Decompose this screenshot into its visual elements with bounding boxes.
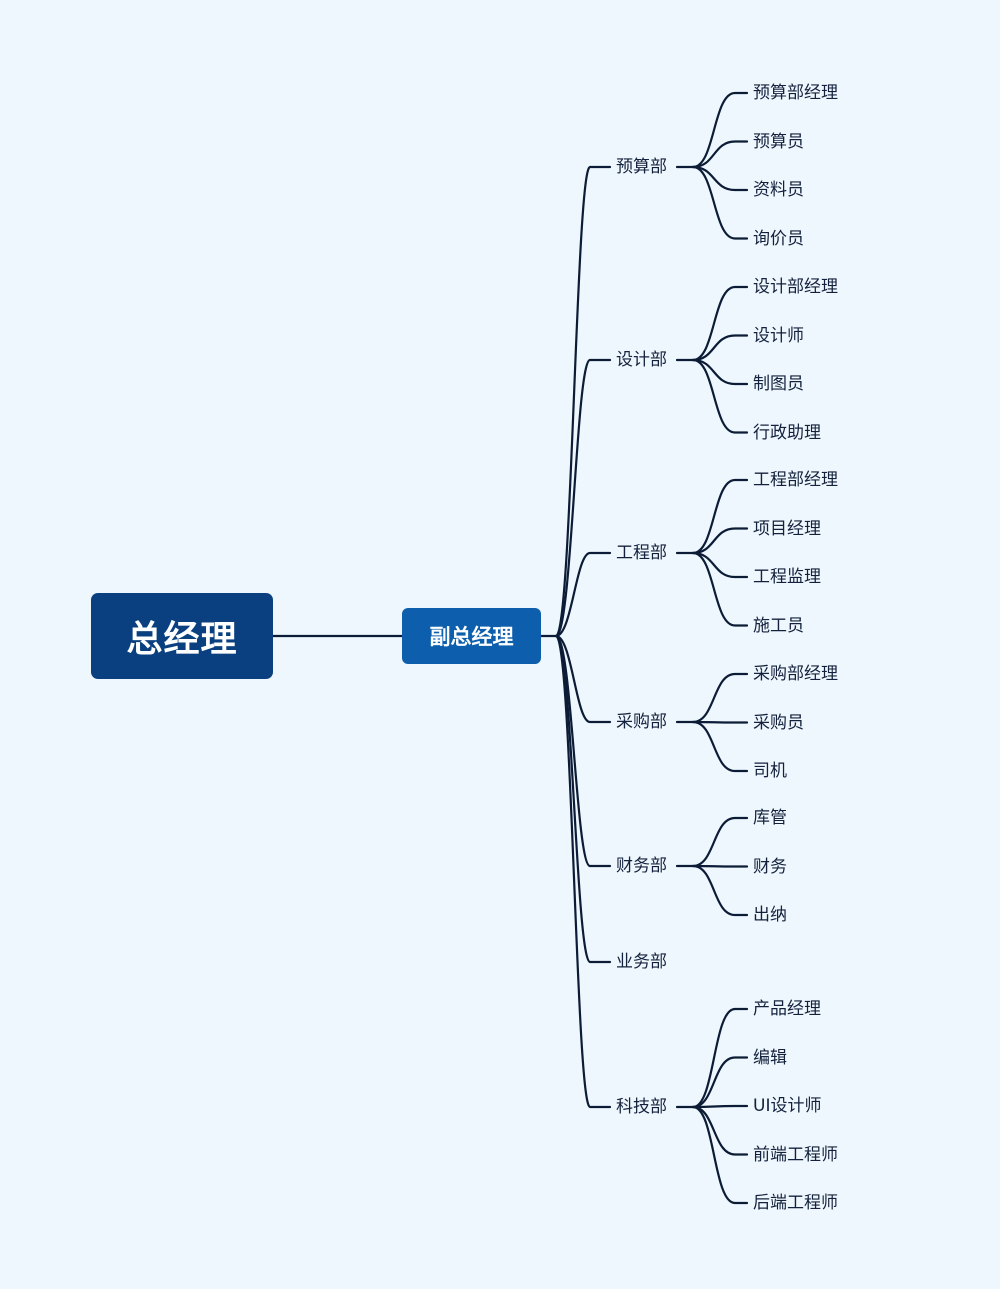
dept-label-2[interactable]: 工程部 bbox=[615, 543, 668, 563]
connector-dept-0-role-0 bbox=[691, 91, 749, 169]
role-label-1-0[interactable]: 设计部经理 bbox=[752, 277, 839, 297]
root-node-label: 总经理 bbox=[126, 619, 238, 660]
vice-node-label: 副总经理 bbox=[429, 625, 514, 649]
dept-label-3[interactable]: 采购部 bbox=[615, 712, 668, 732]
connector-dept-6-role-3 bbox=[691, 1105, 749, 1156]
connector-dept-6-role-0 bbox=[691, 1007, 749, 1109]
connector-dept-1-role-1 bbox=[691, 334, 749, 362]
root-node-general-manager[interactable]: 总经理 bbox=[91, 593, 273, 679]
connector-dept-4-role-2 bbox=[691, 864, 749, 917]
connector-dept-4-role-0 bbox=[691, 816, 749, 868]
connector-dept-3-role-0 bbox=[691, 672, 749, 724]
dept-label-6[interactable]: 科技部 bbox=[615, 1097, 668, 1117]
role-label-0-3[interactable]: 询价员 bbox=[752, 228, 805, 249]
role-label-1-2[interactable]: 制图员 bbox=[752, 374, 805, 394]
dept-label-0[interactable]: 预算部 bbox=[615, 157, 668, 177]
role-label-3-1[interactable]: 采购员 bbox=[752, 712, 805, 733]
connector-dept-6-role-2 bbox=[691, 1104, 749, 1109]
connector-vice-to-dept-0 bbox=[554, 165, 612, 638]
connector-dept-2-role-0 bbox=[691, 478, 749, 555]
vice-node-deputy-general-manager[interactable]: 副总经理 bbox=[402, 608, 541, 664]
role-label-2-0[interactable]: 工程部经理 bbox=[752, 470, 839, 490]
role-label-2-3[interactable]: 施工员 bbox=[752, 615, 805, 636]
role-label-6-2[interactable]: UI设计师 bbox=[752, 1096, 823, 1116]
connector-dept-2-role-1 bbox=[691, 527, 749, 555]
role-label-6-3[interactable]: 前端工程师 bbox=[752, 1144, 839, 1165]
connector-dept-1-role-0 bbox=[691, 285, 749, 362]
role-label-3-2[interactable]: 司机 bbox=[752, 761, 788, 781]
role-label-6-4[interactable]: 后端工程师 bbox=[752, 1193, 839, 1213]
connector-dept-6-role-1 bbox=[691, 1056, 749, 1109]
connector-dept-2-role-2 bbox=[691, 551, 749, 579]
role-label-1-3[interactable]: 行政助理 bbox=[752, 422, 822, 443]
role-label-6-1[interactable]: 编辑 bbox=[752, 1047, 788, 1068]
role-label-2-1[interactable]: 项目经理 bbox=[752, 518, 822, 539]
connector-dept-2-role-3 bbox=[691, 551, 749, 627]
role-label-1-1[interactable]: 设计师 bbox=[752, 325, 805, 346]
connector-dept-1-role-3 bbox=[691, 358, 749, 434]
role-label-2-2[interactable]: 工程监理 bbox=[752, 567, 822, 587]
role-label-0-0[interactable]: 预算部经理 bbox=[752, 83, 839, 103]
dept-label-1[interactable]: 设计部 bbox=[615, 350, 668, 370]
role-label-4-0[interactable]: 库管 bbox=[752, 808, 788, 828]
connector-dept-0-role-2 bbox=[691, 165, 749, 192]
connector-vice-to-dept-6 bbox=[554, 634, 612, 1109]
role-label-3-0[interactable]: 采购部经理 bbox=[752, 664, 839, 684]
role-label-0-1[interactable]: 预算员 bbox=[752, 131, 805, 152]
role-label-6-0[interactable]: 产品经理 bbox=[752, 999, 822, 1019]
connector-vice-to-dept-1 bbox=[554, 358, 612, 638]
connector-dept-6-role-4 bbox=[691, 1105, 749, 1205]
connector-vice-to-dept-2 bbox=[554, 551, 612, 638]
connector-dept-4-role-1 bbox=[691, 864, 749, 868]
connector-dept-3-role-2 bbox=[691, 720, 749, 773]
role-label-4-2[interactable]: 出纳 bbox=[752, 905, 788, 925]
connector-dept-1-role-2 bbox=[691, 358, 749, 386]
connector-dept-3-role-1 bbox=[691, 720, 749, 724]
connector-vice-to-dept-5 bbox=[554, 634, 612, 964]
connector-dept-0-role-3 bbox=[691, 165, 749, 240]
dept-label-4[interactable]: 财务部 bbox=[615, 856, 668, 876]
connector-dept-0-role-1 bbox=[691, 140, 749, 169]
dept-label-5[interactable]: 业务部 bbox=[615, 952, 668, 972]
role-label-4-1[interactable]: 财务 bbox=[752, 856, 788, 877]
role-label-0-2[interactable]: 资料员 bbox=[752, 180, 805, 200]
connector-vice-to-dept-3 bbox=[554, 634, 612, 724]
